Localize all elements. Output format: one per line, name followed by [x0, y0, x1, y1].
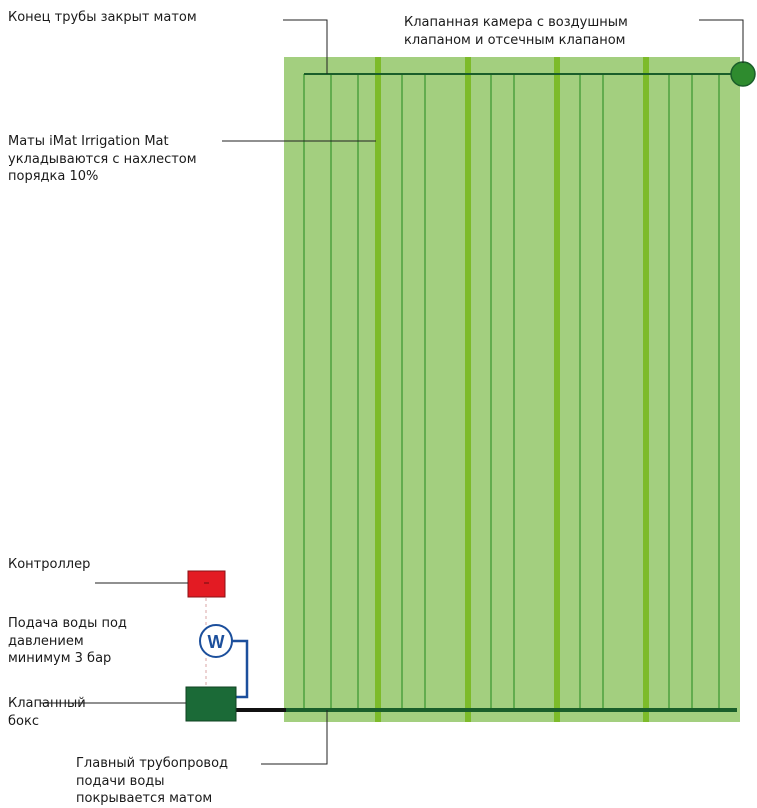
- mat-lines: [303, 74, 720, 710]
- leader-main-pipe: [261, 710, 328, 765]
- mat-overlap-strip: [465, 57, 471, 722]
- valve-chamber: [730, 61, 756, 87]
- label-controller: Контроллер: [8, 557, 91, 572]
- water-supply-line: [232, 639, 249, 699]
- valve-box: [185, 686, 237, 722]
- mat-overlap-strip: [643, 57, 649, 722]
- mat-field: [284, 57, 740, 722]
- label-main-pipe: Главный трубопровод подачи воды покрывае…: [76, 756, 229, 806]
- water-meter: [199, 624, 233, 658]
- mat-overlap-strips: [375, 57, 649, 722]
- leader-pipe-end: [283, 19, 328, 74]
- mat-overlap-strip: [554, 57, 560, 722]
- label-pipe-end: Конец трубы закрыт матом: [8, 10, 197, 25]
- label-valve-chamber: Клапанная камера с воздушным клапаном и …: [404, 15, 628, 48]
- label-valve-box: Клапанный бокс: [8, 696, 86, 729]
- leader-valve-chamber: [699, 19, 744, 63]
- label-mats: Маты iMat Irrigation Mat укладываются с …: [8, 134, 197, 184]
- mat-overlap-strip: [375, 57, 381, 722]
- water-meter-symbol: W: [208, 632, 225, 652]
- label-water-supply: Подача воды под давлением минимум 3 бар: [8, 616, 127, 666]
- controller: [187, 570, 226, 598]
